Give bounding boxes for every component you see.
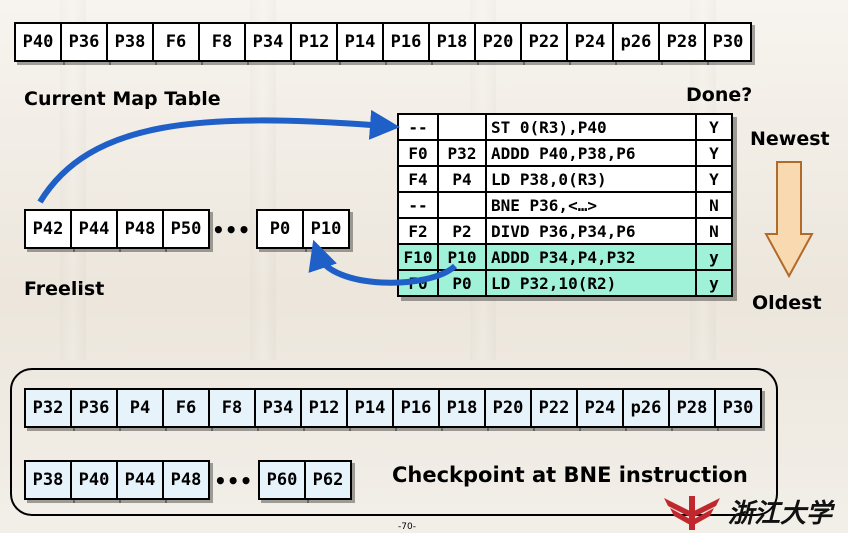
map-to-rob-arrow bbox=[37, 109, 400, 204]
checkpoint-freelist-cell: P38 bbox=[24, 460, 72, 500]
university-logo-icon bbox=[664, 496, 720, 530]
freelist-cell: P50 bbox=[162, 209, 210, 249]
rob-phys-reg: P0 bbox=[437, 269, 487, 297]
rob-arch-reg: -- bbox=[397, 113, 439, 141]
checkpoint-map-cell: P28 bbox=[668, 388, 716, 428]
rob-done-flag: Y bbox=[695, 113, 733, 141]
map-table-cell: P18 bbox=[428, 22, 476, 62]
checkpoint-map-cell: P20 bbox=[484, 388, 532, 428]
checkpoint-map-cell: F6 bbox=[162, 388, 210, 428]
rob-phys-reg: P4 bbox=[437, 165, 487, 193]
rob-arch-reg: F0 bbox=[397, 139, 439, 167]
rob-done-flag: N bbox=[695, 191, 733, 219]
checkpoint-freelist-cell: P48 bbox=[162, 460, 210, 500]
checkpoint-freelist-ellipsis: ••• bbox=[214, 469, 253, 493]
checkpoint-frame bbox=[10, 368, 778, 516]
map-table-cell: P22 bbox=[520, 22, 568, 62]
map-table-cell: P14 bbox=[336, 22, 384, 62]
freelist-label: Freelist bbox=[24, 278, 105, 300]
map-table-cell: P34 bbox=[244, 22, 292, 62]
rob-instruction: LD P38,0(R3) bbox=[485, 165, 697, 193]
rob-instruction: LD P32,10(R2) bbox=[485, 269, 697, 297]
map-table-cell: P38 bbox=[106, 22, 154, 62]
checkpoint-map-cell: P30 bbox=[714, 388, 762, 428]
newest-label: Newest bbox=[750, 128, 830, 150]
rob-phys-reg: P10 bbox=[437, 243, 487, 271]
freelist-cell: P44 bbox=[70, 209, 118, 249]
checkpoint-map-cell: P16 bbox=[392, 388, 440, 428]
checkpoint-label: Checkpoint at BNE instruction bbox=[392, 463, 748, 487]
oldest-label: Oldest bbox=[752, 292, 822, 314]
rob-arch-reg: F10 bbox=[397, 243, 439, 271]
map-table-cell: P30 bbox=[704, 22, 752, 62]
checkpoint-map-cell: P36 bbox=[70, 388, 118, 428]
rob-instruction: ADDD P40,P38,P6 bbox=[485, 139, 697, 167]
rob-arch-reg: -- bbox=[397, 191, 439, 219]
rob-done-flag: Y bbox=[695, 139, 733, 167]
map-table-cell: P12 bbox=[290, 22, 338, 62]
rob-done-flag: N bbox=[695, 217, 733, 245]
rob-done-flag: y bbox=[695, 243, 733, 271]
rob-entry: -- BNE P36,<…>N bbox=[397, 191, 733, 219]
checkpoint-map-cell: P22 bbox=[530, 388, 578, 428]
checkpoint-map-cell: P32 bbox=[24, 388, 72, 428]
rob-instruction: ST 0(R3),P40 bbox=[485, 113, 697, 141]
rob-done-flag: Y bbox=[695, 165, 733, 193]
map-table-cell: F8 bbox=[198, 22, 246, 62]
checkpoint-freelist-cell: P40 bbox=[70, 460, 118, 500]
rob-phys-reg: P2 bbox=[437, 217, 487, 245]
freelist-ellipsis: ••• bbox=[212, 218, 251, 242]
checkpoint-map-cell: P12 bbox=[300, 388, 348, 428]
page-number: -70- bbox=[398, 522, 416, 532]
checkpoint-freelist-cell: P60 bbox=[258, 460, 306, 500]
map-table-cell: P40 bbox=[14, 22, 62, 62]
rob-arch-reg: F2 bbox=[397, 217, 439, 245]
checkpoint-map-cell: p26 bbox=[622, 388, 670, 428]
map-table-cell: P28 bbox=[658, 22, 706, 62]
done-column-label: Done? bbox=[686, 84, 753, 106]
checkpoint-freelist-cell: P44 bbox=[116, 460, 164, 500]
map-table-cell: P16 bbox=[382, 22, 430, 62]
down-arrow-icon bbox=[764, 161, 814, 279]
rob-instruction: BNE P36,<…> bbox=[485, 191, 697, 219]
rob-done-flag: y bbox=[695, 269, 733, 297]
current-map-table-label: Current Map Table bbox=[24, 88, 221, 110]
rob-phys-reg bbox=[437, 191, 487, 219]
rob-instruction: DIVD P36,P34,P6 bbox=[485, 217, 697, 245]
checkpoint-freelist-cell: P62 bbox=[304, 460, 352, 500]
map-table-cell: P20 bbox=[474, 22, 522, 62]
rob-phys-reg bbox=[437, 113, 487, 141]
rob-instruction: ADDD P34,P4,P32 bbox=[485, 243, 697, 271]
checkpoint-map-cell: P18 bbox=[438, 388, 486, 428]
rob-to-freelist-arrow bbox=[308, 239, 458, 286]
university-name-logo: 浙江大学 bbox=[728, 499, 833, 529]
rob-phys-reg: P32 bbox=[437, 139, 487, 167]
checkpoint-map-cell: F8 bbox=[208, 388, 256, 428]
freelist-cell: P42 bbox=[24, 209, 72, 249]
rob-arch-reg: F4 bbox=[397, 165, 439, 193]
